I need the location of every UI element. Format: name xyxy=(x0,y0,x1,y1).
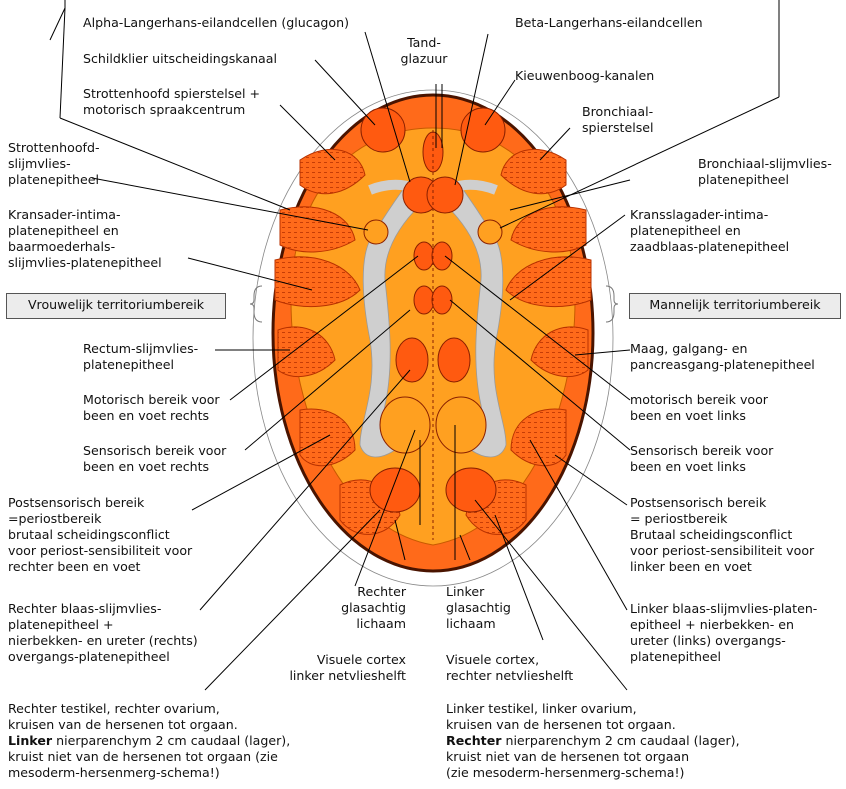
bottom-right-note: Linker testikel, linker ovarium, kruisen… xyxy=(446,701,786,781)
label-alpha-cells: Alpha-Langerhans-eilandcellen (glucagon) xyxy=(83,15,349,31)
label-tandglazuur: Tand- glazuur xyxy=(398,35,450,67)
label-sensorisch-links: Sensorisch bereik voor been en voet link… xyxy=(630,443,773,475)
label-strottenhoofd-slijm: Strottenhoofd- slijmvlies- platenepithee… xyxy=(8,140,100,188)
label-blaas-links: Linker blaas-slijmvlies-platen- epitheel… xyxy=(630,601,817,665)
label-sensorisch-rechts: Sensorisch bereik voor been en voet rech… xyxy=(83,443,226,475)
label-rectum: Rectum-slijmvlies- platenepitheel xyxy=(83,341,198,373)
label-bronchiaal-slijm: Bronchiaal-slijmvlies- platenepitheel xyxy=(698,156,832,188)
label-kransader: Kransader-intima- platenepitheel en baar… xyxy=(8,207,162,271)
label-kransslagader: Kransslagader-intima- platenepitheel en … xyxy=(630,207,789,255)
label-motorisch-links: motorisch bereik voor been en voet links xyxy=(630,392,768,424)
label-postsensorisch-links: Postsensorisch bereik = periostbereik Br… xyxy=(630,495,814,575)
label-blaas-rechts: Rechter blaas-slijmvlies- platenepitheel… xyxy=(8,601,198,665)
female-territory-box: Vrouwelijk territoriumbereik xyxy=(6,293,226,319)
label-motorisch-rechts: Motorisch bereik voor been en voet recht… xyxy=(83,392,220,424)
label-visuele-rechts: Visuele cortex, rechter netvlieshelft xyxy=(446,652,573,684)
label-linker-glasachtig: Linker glasachtig lichaam xyxy=(446,584,511,632)
label-strottenhoofd-spier: Strottenhoofd spierstelsel + motorisch s… xyxy=(83,86,260,118)
label-rechter-glasachtig: Rechter glasachtig lichaam xyxy=(320,584,406,632)
male-territory-box: Mannelijk territoriumbereik xyxy=(629,293,841,319)
label-kieuwenboog: Kieuwenboog-kanalen xyxy=(515,68,654,84)
label-maag: Maag, galgang- en pancreasgang-platenepi… xyxy=(630,341,815,373)
label-beta-cells: Beta-Langerhans-eilandcellen xyxy=(515,15,703,31)
label-visuele-links: Visuele cortex linker netvlieshelft xyxy=(250,652,406,684)
label-postsensorisch-rechts: Postsensorisch bereik =periostbereik bru… xyxy=(8,495,192,575)
label-schildklier: Schildklier uitscheidingskanaal xyxy=(83,51,277,67)
label-bronchiaal-spier: Bronchiaal- spierstelsel xyxy=(582,104,654,136)
bottom-left-note: Rechter testikel, rechter ovarium, kruis… xyxy=(8,701,338,781)
